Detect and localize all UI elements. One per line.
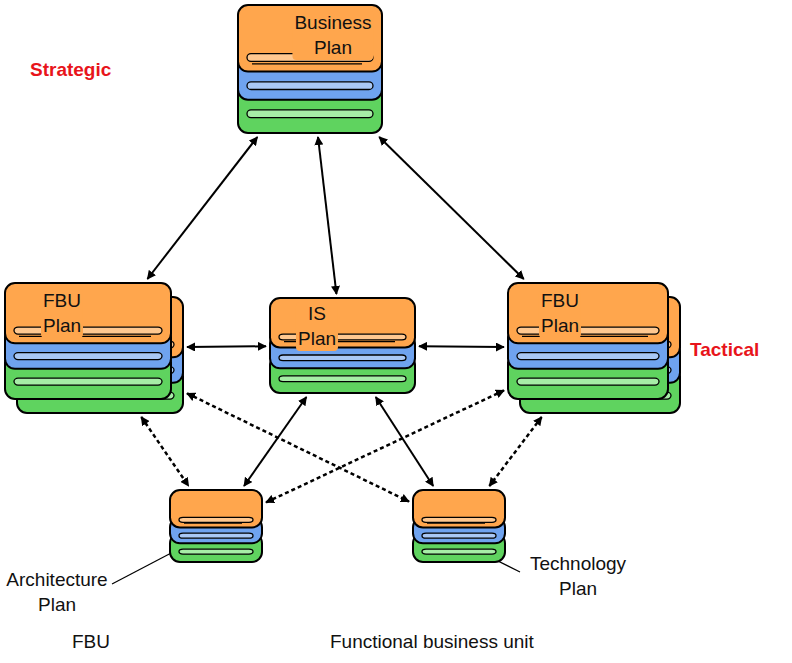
plan-stack: Architecture Plan — [170, 490, 262, 562]
connector-arrow — [187, 345, 266, 348]
connector-arrow — [379, 137, 524, 279]
key-text: FBU — [72, 630, 110, 655]
stack-layer — [413, 533, 505, 562]
stack-layer — [238, 54, 382, 100]
plan-label: Architecture Plan — [4, 568, 109, 617]
stack-layer — [508, 327, 668, 369]
plan-stack: FBU Plan — [508, 283, 680, 413]
stack-stripe — [517, 353, 659, 360]
stack-layer — [238, 82, 382, 133]
stack-layer — [508, 283, 668, 343]
stack-stripe — [247, 110, 373, 118]
stack-stripe — [279, 376, 406, 382]
stack-stripe — [179, 517, 253, 522]
plan-title: Business Plan — [292, 11, 373, 60]
stack-layer — [508, 353, 668, 399]
stack-stripe — [179, 549, 253, 554]
connector-arrow — [318, 137, 336, 294]
dotted-connector — [141, 417, 188, 486]
stack-layer — [5, 283, 171, 343]
stack-stripe — [14, 353, 162, 360]
level-label: Strategic — [30, 58, 111, 83]
stack-sketch — [184, 523, 242, 524]
connector-arrow — [147, 137, 257, 279]
plan-title: IS Plan — [296, 302, 338, 351]
stack-stripe — [14, 378, 162, 385]
plan-title: FBU Plan — [539, 289, 581, 338]
stack-layer — [238, 5, 382, 72]
stack-figure — [5, 283, 183, 413]
dotted-connector — [266, 390, 504, 502]
plan-label: Technology Plan — [528, 552, 628, 601]
stack-figure — [413, 490, 505, 562]
stack-stripe — [422, 533, 496, 538]
key-text: Functional business unit — [330, 630, 534, 655]
stack-layer — [270, 298, 415, 347]
stack-layer — [5, 327, 171, 369]
stack-sketch — [252, 63, 362, 64]
stack-stripe — [422, 549, 496, 554]
stack-stripe — [179, 533, 253, 538]
stack-stripe — [14, 327, 162, 334]
connector-arrow — [376, 397, 433, 486]
plan-title: FBU Plan — [41, 289, 83, 338]
stack-stripe — [517, 378, 659, 385]
stack-stripe — [422, 517, 496, 522]
plan-stack: Technology Plan — [413, 490, 505, 562]
stack-stripe — [279, 355, 406, 361]
connector-arrow — [244, 397, 306, 486]
stack-layer — [5, 353, 171, 399]
stack-sketch — [19, 336, 151, 337]
stack-sketch — [427, 523, 485, 524]
stack-layer — [270, 334, 415, 368]
stack-figure — [508, 283, 680, 413]
stack-figure — [270, 298, 415, 393]
stack-stripe — [247, 82, 373, 90]
dotted-connector — [489, 417, 541, 486]
stack-layer — [413, 490, 505, 527]
plan-stack: FBU Plan — [5, 283, 183, 413]
stack-figure — [170, 490, 262, 562]
stack-layer — [170, 490, 262, 527]
plan-stack: Business Plan — [238, 5, 382, 133]
dotted-connector — [187, 393, 409, 501]
stack-layer — [270, 355, 415, 393]
stack-layer — [170, 517, 262, 543]
plan-stack: IS Plan — [270, 298, 415, 393]
stack-layer — [170, 533, 262, 562]
stack-layer — [413, 517, 505, 543]
level-label: Tactical — [690, 338, 759, 363]
connector-arrow — [419, 345, 504, 348]
